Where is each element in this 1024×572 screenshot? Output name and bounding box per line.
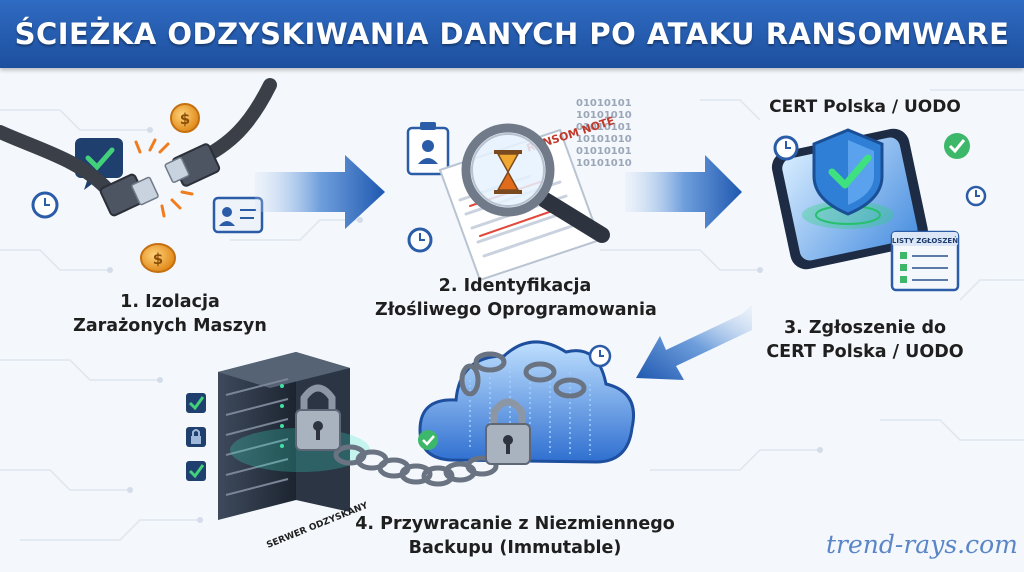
clock-icon (773, 135, 799, 161)
chain-icon (333, 351, 587, 487)
arrow-icon (255, 155, 385, 229)
clock-icon (588, 344, 612, 368)
coin-icon: $ (170, 103, 200, 133)
binary-code: 01010101 10101010 01010101 10101010 0101… (576, 98, 632, 169)
check-icon (186, 461, 206, 481)
svg-text:$: $ (180, 110, 190, 128)
cert-heading: CERT Polska / UODO (769, 97, 961, 117)
shield-icon (812, 128, 884, 216)
arrow-icon (625, 155, 742, 229)
step-4-line2: Backupu (Immutable) (408, 538, 622, 558)
step-2-line1: 2. Identyfikacja (438, 276, 592, 296)
check-icon (944, 133, 970, 159)
padlock-icon (485, 398, 531, 465)
lock-small-icon (186, 427, 206, 447)
id-card-icon (212, 196, 264, 234)
svg-text:01010101: 01010101 (576, 146, 632, 157)
step-3-label: 3. Zgłoszenie do CERT Polska / UODO (760, 316, 970, 364)
svg-text:01010101: 01010101 (576, 98, 632, 109)
hourglass-icon (494, 150, 522, 194)
watermark: trend-rays.com (826, 530, 1018, 559)
check-icon (186, 393, 206, 413)
svg-text:LISTY ZGŁOSZEŃ: LISTY ZGŁOSZEŃ (892, 236, 958, 245)
step-1-label: 1. Izolacja Zarażonych Maszyn (60, 290, 280, 338)
step-2-label: 2. Identyfikacja Złośliwego Oprogramowan… (375, 274, 657, 322)
step-4-line1: 4. Przywracanie z Niezmiennego (355, 514, 675, 534)
clock-icon (31, 191, 59, 219)
title-banner (0, 0, 1024, 68)
coin-icon: $ (140, 243, 176, 273)
step-1-line1: 1. Izolacja (120, 292, 220, 312)
checklist-icon: LISTY ZGŁOSZEŃ (890, 230, 960, 292)
server-icon (218, 352, 370, 520)
cloud-icon (418, 340, 635, 464)
id-badge-icon (406, 122, 450, 176)
svg-text:10101010: 10101010 (576, 110, 632, 121)
padlock-icon (295, 384, 341, 451)
ethernet-cable-icon (0, 78, 277, 218)
page-title: ŚCIEŻKA ODZYSKIWANIA DANYCH PO ATAKU RAN… (14, 17, 1010, 51)
clock-icon (965, 185, 987, 207)
check-icon (418, 430, 438, 450)
svg-text:01010101: 01010101 (576, 122, 632, 133)
svg-text:10101010: 10101010 (576, 158, 632, 169)
svg-text:10101010: 10101010 (576, 134, 632, 145)
svg-text:$: $ (153, 250, 163, 268)
arrow-icon (636, 305, 752, 380)
step-1-line2: Zarażonych Maszyn (73, 316, 267, 336)
step-3-line2: CERT Polska / UODO (766, 342, 964, 362)
step-3-line1: 3. Zgłoszenie do (783, 318, 947, 338)
clock-icon (407, 227, 433, 253)
step-4-label: 4. Przywracanie z Niezmiennego Backupu (… (350, 512, 680, 560)
step-2-line2: Złośliwego Oprogramowania (375, 300, 657, 320)
